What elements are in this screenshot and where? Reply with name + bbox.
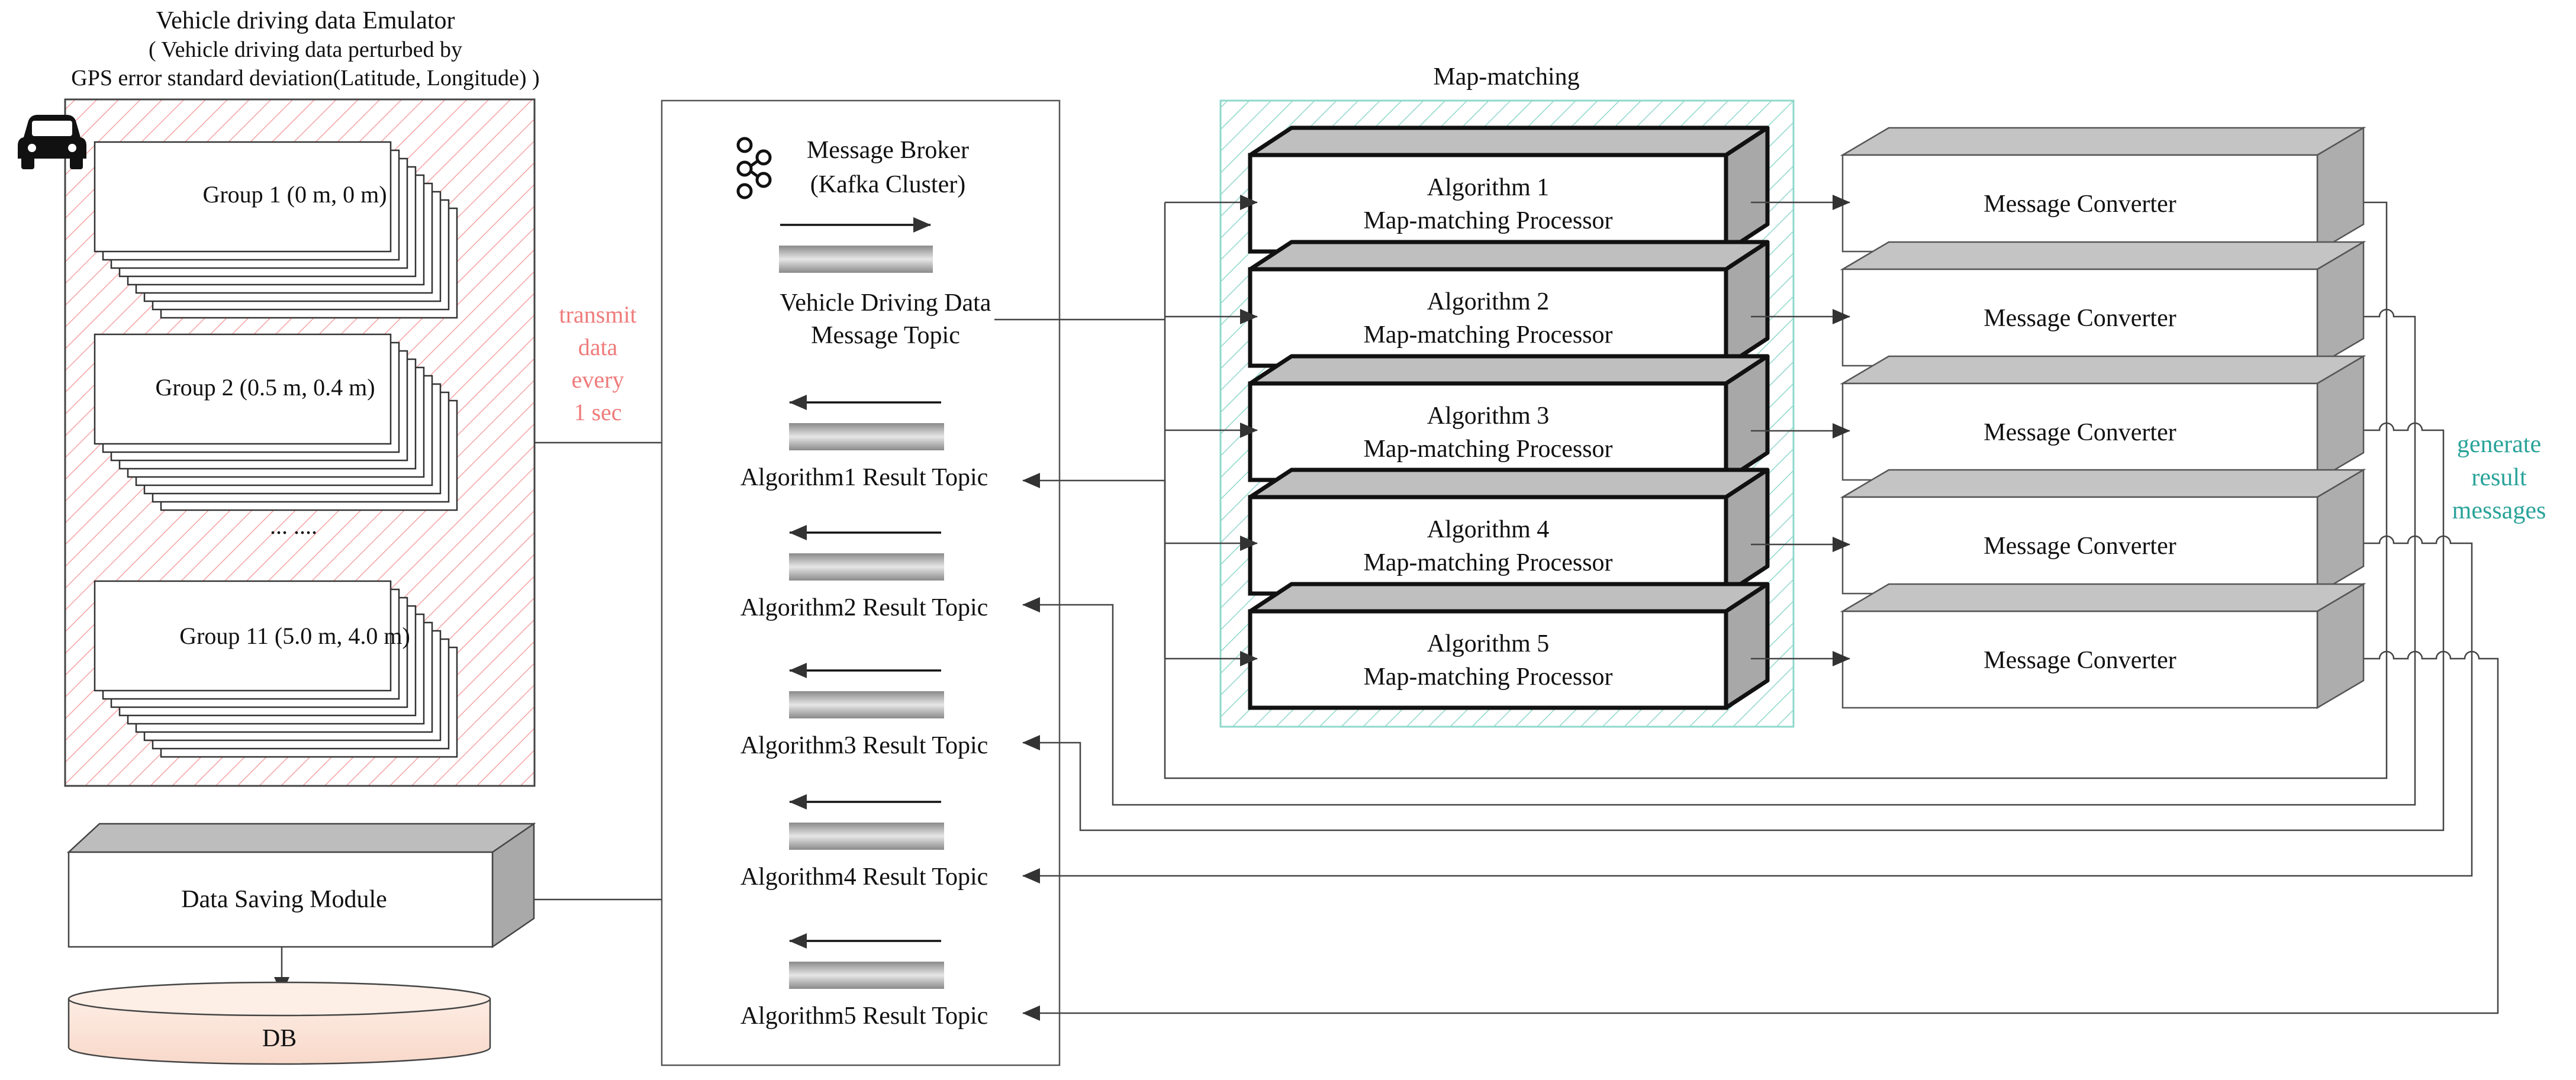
emulator-subtitle-2: GPS error standard deviation(Latitude, L… [71,66,539,91]
processor-label-2: Map-matching Processor [1363,436,1612,463]
group-card [94,580,392,692]
message-converter: Message Converter [1840,582,2366,710]
converter-to-topic-wire [1022,201,2388,779]
input-topic-label-2: Message Topic [811,322,960,349]
svg-text:messages: messages [2452,497,2546,524]
result-topic-label: Algorithm4 Result Topic [740,863,988,891]
topic-bar [789,553,944,581]
group-label: Group 2 (0.5 m, 0.4 m) [155,374,375,401]
topic-bar [789,423,944,450]
processor-3: Algorithm 3 Map-matching Processor [1248,354,1770,482]
db-cylinder [67,981,491,1065]
group-card [94,141,392,253]
processor-box [1248,267,1728,368]
converter-label: Message Converter [1983,647,2176,674]
message-converter: Message Converter [1840,354,2366,482]
topic-bar [789,823,944,850]
processor-label-1: Algorithm 2 [1427,288,1550,315]
converter-box [1841,610,2319,709]
result-topic-label: Algorithm1 Result Topic [740,464,988,491]
data-saving-section: Data Saving Module DB [66,822,536,1065]
processor-label-2: Map-matching Processor [1363,663,1612,691]
generate-label: generate result messages [2452,431,2546,524]
group-stack [94,141,458,319]
emulator-subtitle-1: ( Vehicle driving data perturbed by [149,37,462,62]
converter-box [1841,496,2319,595]
result-topic-label: Algorithm2 Result Topic [740,594,988,621]
processor-label-1: Algorithm 4 [1427,516,1550,543]
svg-text:every: every [572,366,624,393]
processor-label-2: Map-matching Processor [1363,549,1612,576]
processor-box [1248,495,1728,596]
data-saving-module [67,851,494,948]
broker-box [661,99,1061,1066]
svg-text:result: result [2471,464,2527,491]
processor-label-2: Map-matching Processor [1363,207,1612,234]
message-converter: Message Converter [1840,126,2366,253]
ellipsis: ... .... [270,512,317,539]
group-stack [94,580,458,758]
result-topic-label: Algorithm3 Result Topic [740,732,988,759]
processor-box [1248,153,1728,254]
processor-1: Algorithm 1 Map-matching Processor [1248,125,1770,254]
group-card [94,333,392,445]
svg-text:data: data [578,334,618,360]
converter-to-topic-wire [1022,535,2473,884]
svg-text:generate: generate [2457,431,2541,458]
converter-to-topic-wire [1022,308,2416,806]
group-label: Group 1 (0 m, 0 m) [202,181,387,208]
processor-label-2: Map-matching Processor [1363,321,1612,349]
input-topic-label-1: Vehicle Driving Data [780,289,991,317]
topic-bar [789,962,944,989]
kafka-icon [736,137,772,199]
map-matching-title: Map-matching [1433,63,1579,91]
transmit-label: transmit data every 1 sec [559,301,636,425]
return-wires [1022,201,2499,1021]
broker-title-2: (Kafka Cluster) [810,171,965,198]
processor-5: Algorithm 5 Map-matching Processor [1248,582,1770,710]
message-converter: Message Converter [1840,468,2366,595]
map-matching-section: Map-matching Algorithm 1 Map-matching Pro… [1219,63,1795,728]
db-label: DB [262,1025,297,1052]
svg-text:transmit: transmit [559,301,636,328]
converter-label: Message Converter [1983,305,2176,332]
emulator-section: Vehicle driving data Emulator ( Vehicle … [18,7,540,787]
topic-bar [779,246,933,273]
converter-label: Message Converter [1983,419,2176,446]
processor-label-1: Algorithm 3 [1427,402,1550,430]
broker-title-1: Message Broker [807,137,969,164]
converter-to-topic-wire [1022,650,2499,1021]
converter-box [1841,154,2319,253]
converter-label: Message Converter [1983,191,2176,218]
car-icon [18,115,86,169]
result-topic-label: Algorithm5 Result Topic [740,1002,988,1030]
topic-bar [789,691,944,718]
processor-label-1: Algorithm 5 [1427,630,1550,657]
message-converter: Message Converter [1840,240,2366,367]
converter-label: Message Converter [1983,533,2176,560]
processor-box [1248,381,1728,482]
emulator-title: Vehicle driving data Emulator [156,7,455,34]
svg-text:1 sec: 1 sec [574,399,622,425]
converter-to-topic-wire [1022,422,2445,831]
processor-4: Algorithm 4 Map-matching Processor [1248,468,1770,596]
processor-2: Algorithm 2 Map-matching Processor [1248,240,1770,368]
data-saving-label: Data Saving Module [181,886,387,913]
broker-section: Message Broker (Kafka Cluster) Vehicle D… [661,99,1061,1066]
processor-label-1: Algorithm 1 [1427,174,1550,201]
group-label: Group 11 (5.0 m, 4.0 m) [179,623,410,649]
group-stack [94,333,458,511]
processor-box [1248,609,1728,710]
